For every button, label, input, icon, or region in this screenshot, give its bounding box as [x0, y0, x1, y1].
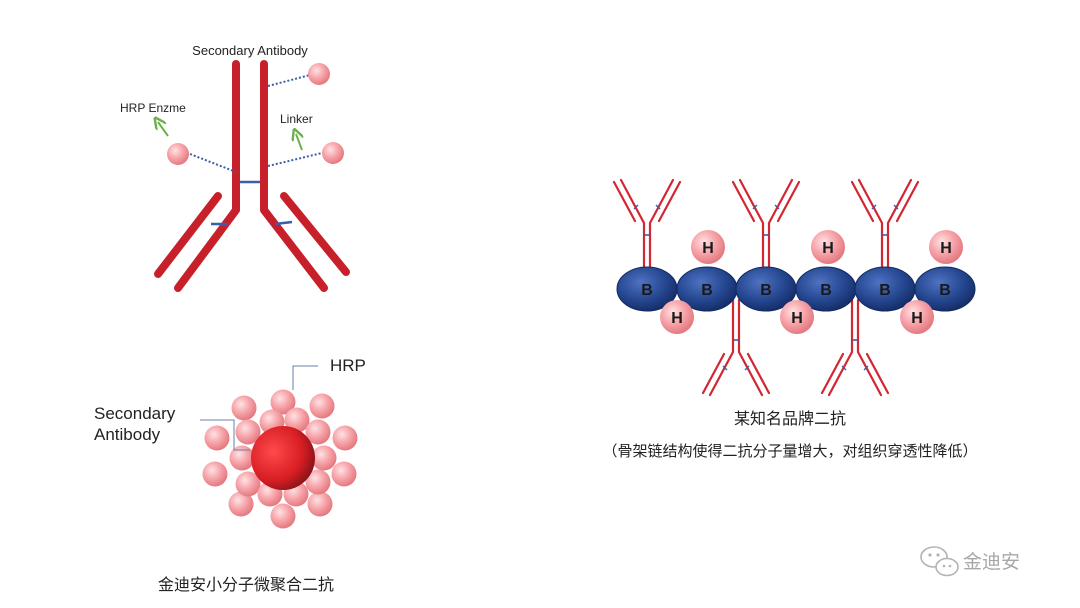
antibody-leader-line	[200, 419, 250, 451]
hrp-sphere	[228, 491, 254, 517]
hrp-sphere	[660, 300, 694, 334]
hrp-sphere	[270, 503, 296, 529]
hrp-sphere	[235, 419, 261, 445]
hrp-sphere	[691, 230, 725, 264]
hrp-sphere	[811, 230, 845, 264]
backbone-bead-label: B	[820, 282, 832, 299]
hrp-sphere	[167, 143, 189, 165]
hrp-sphere	[204, 425, 230, 451]
backbone-bead-label: B	[939, 282, 951, 299]
hrp-sphere	[780, 300, 814, 334]
caption-competitor-note: （骨架链结构使得二抗分子量增大，对组织穿透性降低）	[602, 442, 977, 460]
backbone-bead	[914, 266, 976, 312]
watermark-text: 金迪安	[963, 551, 1020, 573]
label-hrp-enzyme: HRP Enzme	[120, 101, 186, 115]
hrp-sphere	[305, 419, 331, 445]
hrp-cluster	[202, 389, 358, 529]
light-chain-right	[280, 192, 350, 276]
linker-left	[189, 153, 237, 173]
hrp-sphere	[270, 389, 296, 415]
hrp-sphere	[308, 63, 330, 85]
label-secondary-antibody-line1: Secondary	[94, 404, 176, 423]
chain-antibodies	[612, 178, 920, 397]
hrp-enzyme-arrow	[158, 122, 169, 137]
heavy-chain-left	[174, 60, 240, 292]
hrp-sphere	[929, 230, 963, 264]
chain-antibody	[612, 178, 682, 277]
secondary-antibody-core	[251, 426, 315, 490]
light-chain-left	[154, 192, 222, 278]
hrp-sphere	[309, 393, 335, 419]
hrp-leader-line	[292, 365, 318, 390]
hrp-sphere-label: H	[822, 240, 834, 257]
label-secondary-antibody: Secondary Antibody	[192, 43, 308, 58]
linker-top	[267, 74, 311, 87]
hrp-sphere-label: H	[791, 310, 803, 327]
antibody-hrp-schematic: Secondary Antibody HRP Enzme Linker	[120, 43, 350, 292]
linker-right	[267, 152, 323, 167]
hrp-sphere	[231, 395, 257, 421]
hrp-sphere	[235, 471, 261, 497]
backbone-bead-label: B	[760, 282, 772, 299]
hrp-sphere	[322, 142, 344, 164]
backbone-polymer-schematic: B B B B B B H H H H H H 某知名品牌二抗 （骨架链结构使得二抗分子量增大，对组…	[602, 178, 978, 460]
watermark: 金迪安	[920, 546, 1020, 577]
label-secondary-antibody-line2: Antibody	[94, 425, 161, 444]
disulfide-bond-right	[274, 220, 293, 226]
caption-jindian: 金迪安小分子微聚合二抗	[158, 575, 334, 594]
caption-competitor: 某知名品牌二抗	[734, 409, 846, 428]
label-linker: Linker	[280, 112, 313, 126]
hrp-sphere	[229, 445, 255, 471]
wechat-icon	[920, 546, 959, 577]
hrp-sphere-label: H	[940, 240, 952, 257]
hrp-sphere	[202, 461, 228, 487]
label-hrp: HRP	[330, 356, 366, 375]
hrp-sphere-label: H	[911, 310, 923, 327]
backbone-bead-label: B	[701, 282, 713, 299]
linker-arrow	[296, 134, 302, 151]
heavy-chain-right	[260, 60, 328, 292]
chain-antibody	[850, 178, 920, 277]
hrp-sphere	[332, 425, 358, 451]
hrp-sphere	[284, 407, 310, 433]
chain-hrp-group: H H H H H H	[660, 230, 963, 334]
hrp-sphere	[307, 491, 333, 517]
hrp-sphere-label: H	[702, 240, 714, 257]
chain-antibody	[820, 298, 890, 397]
hrp-sphere	[331, 461, 357, 487]
hrp-sphere	[305, 469, 331, 495]
hrp-sphere-label: H	[671, 310, 683, 327]
hrp-sphere	[900, 300, 934, 334]
chain-antibody	[731, 178, 801, 277]
chain-antibody	[701, 298, 771, 397]
hrp-sphere	[311, 445, 337, 471]
backbone-bead-label: B	[879, 282, 891, 299]
backbone-bead-label: B	[641, 282, 653, 299]
micropolymer-schematic: HRP Secondary Antibody 金迪安小分子微聚合二抗	[94, 356, 366, 594]
